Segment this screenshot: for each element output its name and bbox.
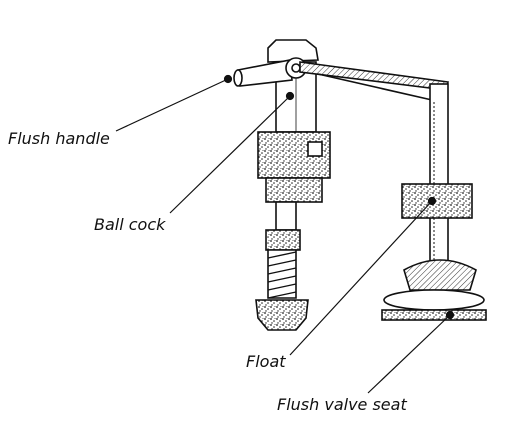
dot-flush-valve-seat	[447, 312, 454, 319]
label-ball-cock: Ball cock	[94, 217, 165, 233]
label-flush-valve-seat: Flush valve seat	[277, 397, 407, 413]
trip-lever-arm	[300, 62, 448, 90]
label-flush-handle: Flush handle	[8, 131, 110, 147]
ball-cock-lower-collar	[266, 178, 322, 202]
dot-float	[429, 198, 436, 205]
ball-cock-shaft	[276, 202, 296, 230]
overflow-tube	[430, 84, 448, 274]
float	[402, 184, 472, 218]
leader-flush-handle	[116, 79, 228, 131]
ball-cock-nut	[266, 230, 300, 250]
dot-flush-handle	[225, 76, 232, 83]
label-float: Float	[246, 354, 286, 370]
leader-flush-valve-seat	[368, 315, 450, 393]
flush-handle-assembly	[234, 58, 448, 100]
flapper	[404, 260, 476, 290]
flush-valve-seat	[384, 290, 484, 310]
ball-cock-base	[256, 300, 308, 330]
dot-ball-cock	[287, 93, 294, 100]
